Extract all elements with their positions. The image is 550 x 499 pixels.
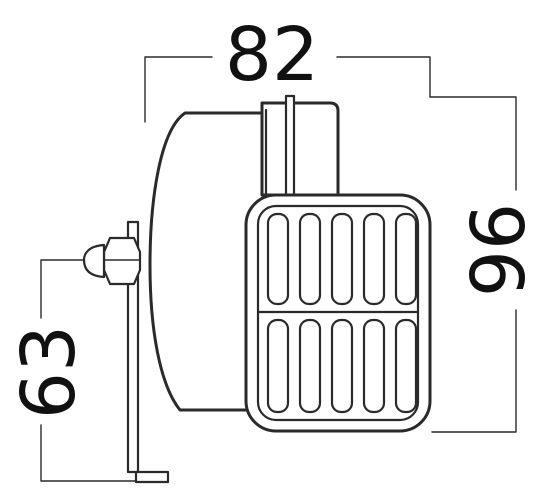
mount-dimension-label: 63 [6, 325, 92, 419]
height-dimension-label: 96 [456, 203, 542, 297]
lower-slot-5 [394, 318, 418, 414]
top-collar [260, 101, 340, 197]
lower-slot-2 [298, 318, 322, 414]
rear-housing-outline [148, 111, 270, 412]
front-grille [244, 193, 432, 433]
mounting-nut [102, 236, 142, 286]
width-dimension-label: 82 [225, 12, 319, 98]
upper-slot-3 [330, 212, 354, 306]
upper-slot-4 [362, 212, 386, 306]
lower-slot-1 [266, 318, 290, 414]
upper-slot-5 [394, 212, 418, 306]
height-dimension-bottom-line [431, 309, 517, 433]
grille-lower-slots [266, 318, 418, 414]
dimension-mount-height: 63 [6, 259, 137, 482]
lower-slot-3 [330, 318, 354, 414]
dimension-width: 82 [144, 12, 431, 123]
dimension-height: 96 [429, 96, 542, 433]
width-dimension-right-line [336, 56, 431, 98]
bracket-foot [134, 470, 170, 484]
grille-upper-slots [266, 212, 418, 306]
terminal-pin [284, 94, 296, 198]
mount-dimension-top-line [40, 259, 89, 319]
upper-slot-2 [298, 212, 322, 306]
lower-slot-4 [362, 318, 386, 414]
mount-dimension-bottom-line [40, 424, 137, 482]
height-dimension-top-line [429, 96, 517, 191]
bolt-cap [82, 243, 106, 279]
horn-body [148, 94, 340, 412]
upper-slot-1 [266, 212, 290, 306]
bracket-plate [126, 220, 140, 474]
width-dimension-left-line [144, 56, 213, 123]
mounting-bracket [82, 220, 170, 484]
